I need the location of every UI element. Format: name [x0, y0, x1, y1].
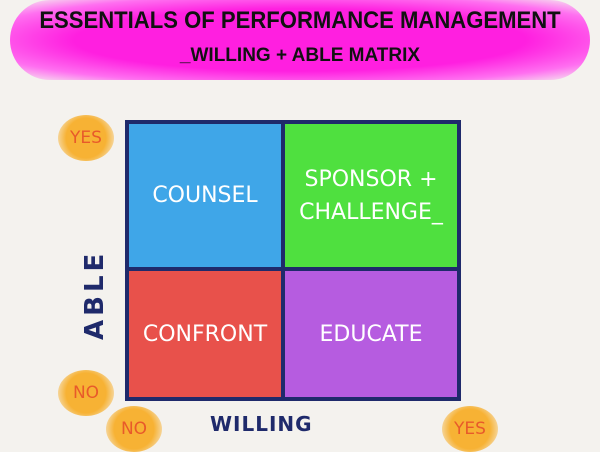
y-high-marker: YES: [58, 115, 114, 161]
quadrant-sponsor-challenge: SPONSOR + CHALLENGE_: [285, 124, 457, 267]
y-high-label: YES: [70, 128, 102, 148]
x-low-label: NO: [120, 419, 148, 439]
horizontal-divider: [129, 267, 457, 271]
quadrant-label: SPONSOR + CHALLENGE_: [299, 166, 443, 225]
x-low-marker: NO: [106, 406, 162, 452]
matrix-grid: COUNSEL SPONSOR + CHALLENGE_ CONFRONT ED…: [125, 120, 461, 401]
quadrant-label: COUNSEL: [152, 183, 258, 208]
quadrant-label: CONFRONT: [142, 321, 268, 347]
quadrant-counsel: COUNSEL: [129, 124, 281, 267]
quadrant-educate: EDUCATE: [285, 271, 457, 397]
y-low-label: NO: [72, 383, 100, 403]
title-line-2: _WILLING + ABLE MATRIX: [179, 45, 421, 66]
x-axis-label: WILLING: [210, 412, 313, 436]
x-high-marker: YES: [442, 406, 498, 452]
quadrant-label: EDUCATE: [319, 321, 423, 347]
quadrant-confront: CONFRONT: [129, 271, 281, 397]
vertical-divider: [281, 124, 285, 397]
y-low-marker: NO: [58, 370, 114, 416]
x-high-label: YES: [454, 419, 486, 439]
y-axis-label: ABLE: [80, 249, 110, 340]
title-banner: [10, 0, 590, 80]
title-line-1: ESSENTIALS OF PERFORMANCE MANAGEMENT: [39, 7, 561, 34]
